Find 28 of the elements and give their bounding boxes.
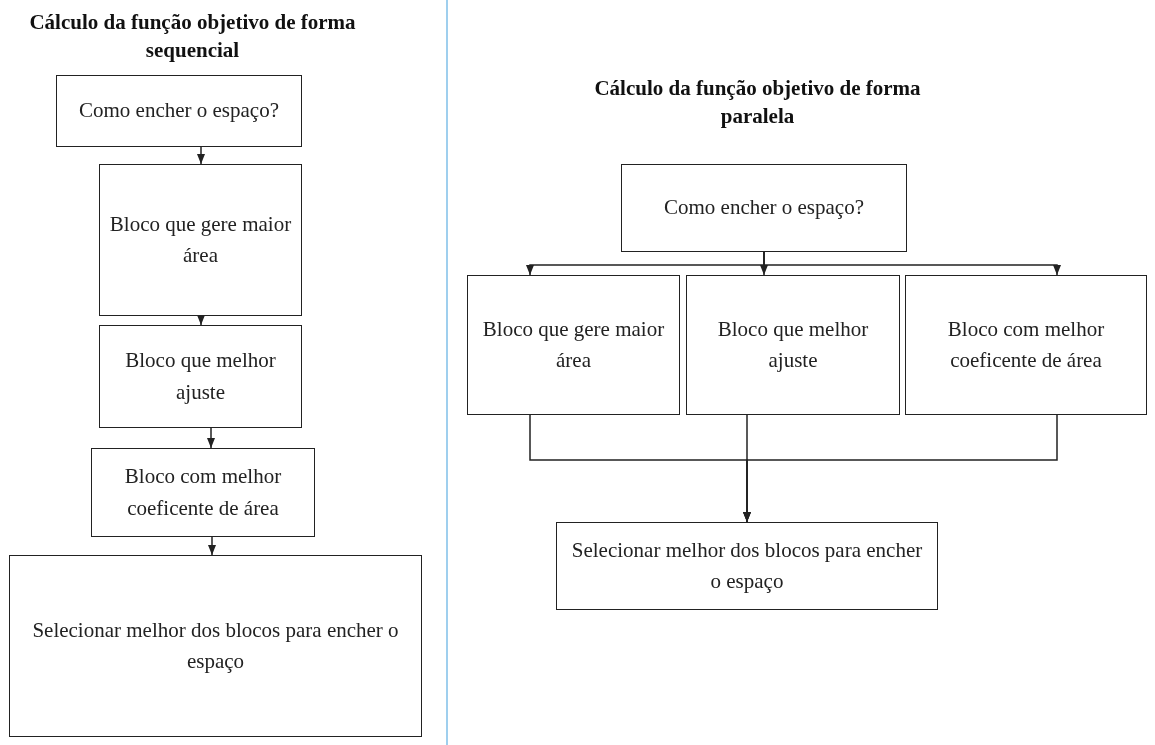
box-text: Como encher o espaço? xyxy=(664,194,864,222)
arrow xyxy=(206,427,216,449)
box-text: Bloco com melhor coeficente de área xyxy=(946,315,1106,374)
box-text: Bloco com melhor coeficente de área xyxy=(123,463,283,522)
process-box xyxy=(91,448,315,537)
arrow xyxy=(742,414,1058,523)
box-text: Bloco que gere maior área xyxy=(481,315,666,374)
process-box xyxy=(467,275,680,415)
box-text: Selecionar melhor dos blocos para encher o espaço xyxy=(31,616,400,675)
arrow xyxy=(196,314,206,326)
box-text: Bloco que gere maior área xyxy=(108,210,293,269)
process-box xyxy=(56,75,302,147)
box-text: Como encher o espaço? xyxy=(79,97,279,125)
process-box xyxy=(9,555,422,737)
process-box xyxy=(99,325,302,428)
section-heading: Cálculo da função objetivo de forma sequencial xyxy=(28,9,357,65)
process-box xyxy=(99,164,302,316)
arrow xyxy=(763,251,1062,276)
arrow xyxy=(196,146,206,165)
box-text: Bloco que melhor ajuste xyxy=(124,347,277,406)
arrow xyxy=(207,536,217,556)
process-box xyxy=(621,164,907,252)
process-box xyxy=(686,275,900,415)
process-box xyxy=(556,522,938,610)
box-text: Selecionar melhor dos blocos para encher o espaço xyxy=(570,536,924,595)
section-heading: Cálculo da função objetivo de forma paralela xyxy=(593,75,922,131)
box-text: Bloco que melhor ajuste xyxy=(716,315,870,374)
process-box xyxy=(905,275,1147,415)
